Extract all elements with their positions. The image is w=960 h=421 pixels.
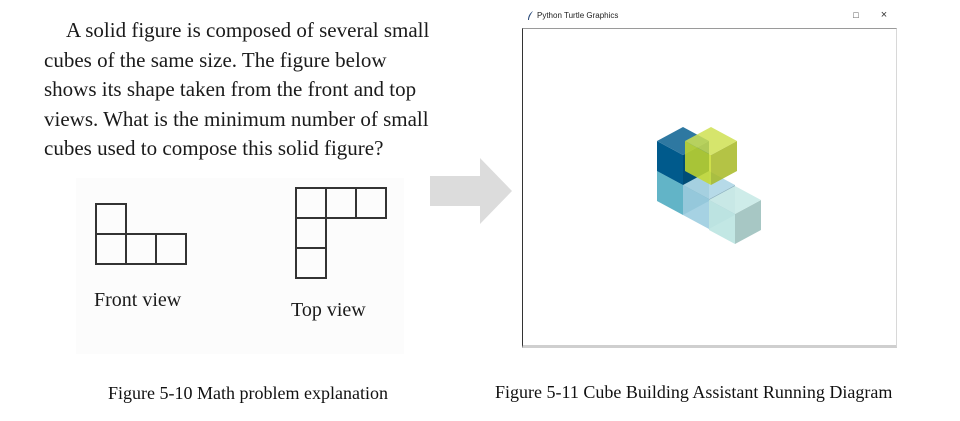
cube-pale-mint-top-face bbox=[709, 186, 761, 214]
window-titlebar[interactable]: Python Turtle Graphics □ × bbox=[521, 8, 897, 27]
front-view-grid bbox=[95, 203, 187, 265]
top-view-cell bbox=[295, 247, 327, 279]
top-view-cell bbox=[295, 217, 327, 249]
turtle-graphics-window: Python Turtle Graphics □ × bbox=[521, 8, 897, 348]
top-view-cell bbox=[325, 187, 357, 219]
front-view-cell bbox=[125, 233, 157, 265]
front-view-cell bbox=[95, 233, 127, 265]
feather-icon bbox=[528, 11, 533, 20]
orthographic-views bbox=[95, 187, 387, 279]
top-view-cell bbox=[295, 187, 327, 219]
cube-pale-mint-right-face bbox=[735, 200, 761, 244]
cube-pale-mint-left-face bbox=[709, 200, 735, 244]
top-view-grid bbox=[295, 187, 387, 279]
figure-caption-right: Figure 5-11 Cube Building Assistant Runn… bbox=[495, 382, 893, 402]
top-view-label: Top view bbox=[291, 299, 366, 321]
cube-lime-left-face bbox=[685, 141, 711, 185]
front-view-label: Front view bbox=[94, 289, 182, 311]
close-button[interactable]: × bbox=[880, 9, 888, 21]
top-view-cell bbox=[355, 187, 387, 219]
figure-caption-left: Figure 5-10 Math problem explanation bbox=[108, 383, 388, 403]
front-view-cell bbox=[95, 203, 127, 235]
maximize-button[interactable]: □ bbox=[853, 10, 859, 20]
cube-lime-right-face bbox=[711, 141, 737, 185]
window-title: Python Turtle Graphics bbox=[537, 11, 619, 20]
cube-teal-left-face bbox=[657, 171, 683, 215]
turtle-canvas[interactable] bbox=[522, 28, 897, 348]
right-arrow-icon bbox=[430, 158, 512, 224]
front-view-cell bbox=[155, 233, 187, 265]
cube-drawing bbox=[657, 127, 761, 244]
views-diagram: Front view Top view bbox=[76, 178, 404, 354]
cube-pale-blue-left-face bbox=[683, 185, 709, 229]
cube-lime-top-face bbox=[685, 127, 737, 155]
problem-statement: A solid figure is composed of several sm… bbox=[44, 18, 430, 160]
cube-dark-blue-left-face bbox=[657, 141, 683, 185]
